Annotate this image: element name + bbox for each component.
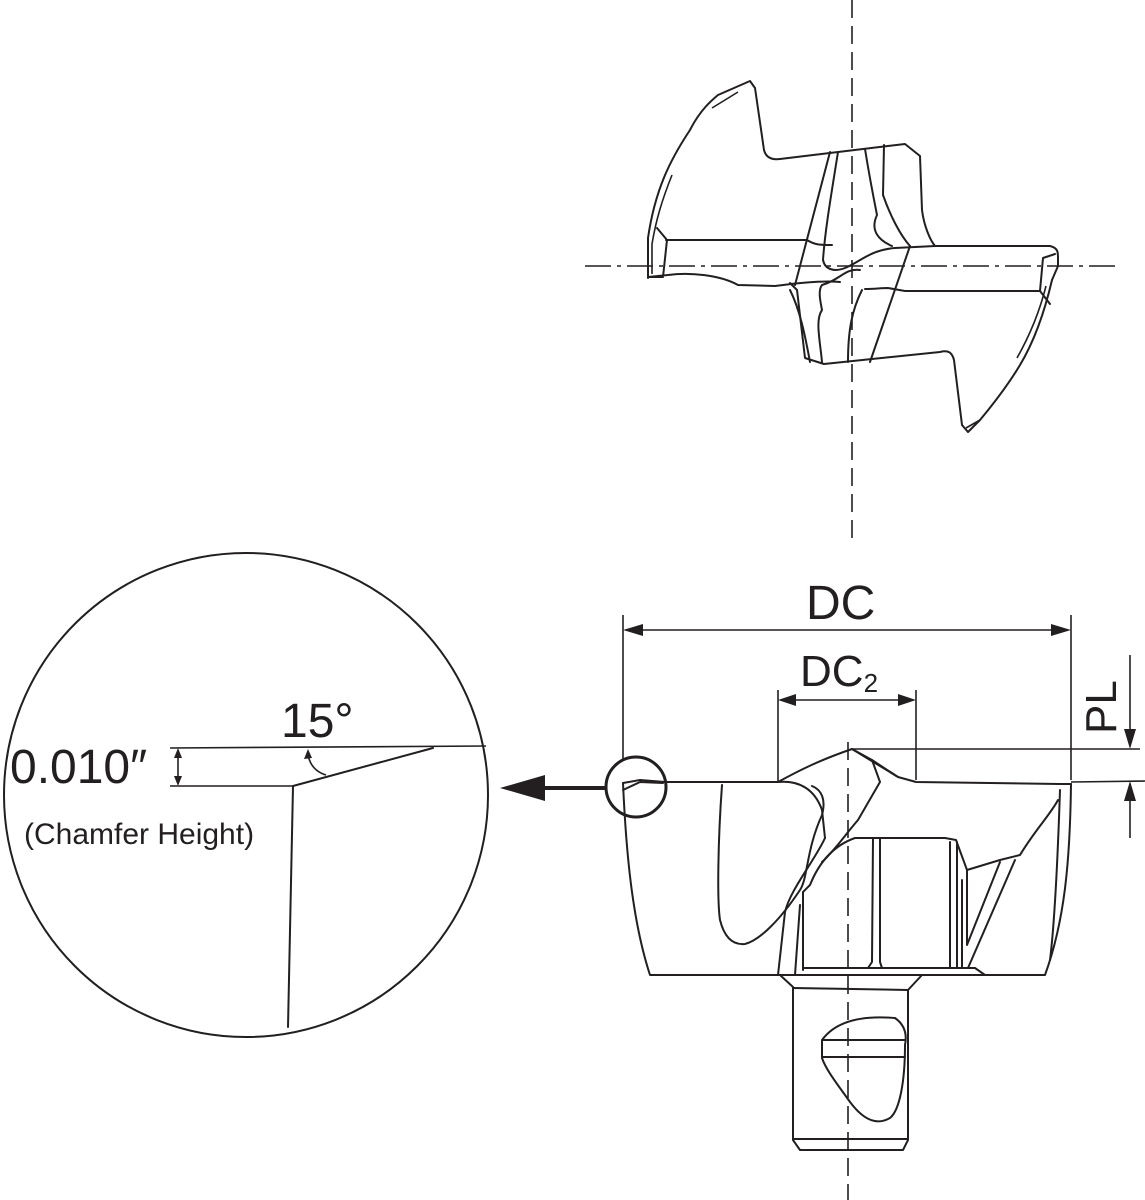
end-view-outline-lower-left bbox=[647, 227, 841, 287]
chisel-edge bbox=[822, 151, 936, 271]
arrowhead bbox=[623, 624, 643, 636]
web-edge bbox=[869, 245, 911, 363]
center-block-edge bbox=[966, 861, 1001, 946]
margin-line bbox=[965, 419, 981, 429]
detail-circle bbox=[3, 552, 489, 1038]
shank-shoulder bbox=[792, 987, 909, 991]
center-block-edge bbox=[967, 859, 1016, 969]
body-edge bbox=[287, 785, 294, 1028]
center-block-outline bbox=[802, 799, 1059, 971]
end-view-outline-upper bbox=[647, 80, 1059, 281]
flute-edge bbox=[794, 904, 801, 976]
center-land bbox=[949, 841, 963, 969]
gash-edge bbox=[821, 748, 881, 863]
end-view bbox=[585, 0, 1120, 540]
detail-marker-circle bbox=[604, 755, 668, 819]
arrowhead bbox=[174, 748, 182, 758]
center-block-base bbox=[802, 967, 986, 976]
coolant-flat bbox=[821, 1016, 907, 1123]
arrowhead bbox=[304, 749, 312, 759]
dc2-label-main: DC bbox=[800, 647, 864, 696]
flute-edge bbox=[777, 837, 826, 976]
arrowhead bbox=[174, 776, 182, 786]
chisel-edge bbox=[817, 268, 861, 363]
land-line bbox=[864, 148, 893, 247]
flute-edge bbox=[864, 287, 1041, 292]
dc2-label: DC2 bbox=[800, 647, 879, 698]
land-line bbox=[882, 144, 911, 247]
side-view bbox=[622, 615, 1145, 1200]
arrowhead bbox=[1124, 781, 1136, 801]
pl-extension-bottom bbox=[1070, 780, 1145, 783]
flute-edge bbox=[777, 780, 826, 839]
cutting-edge-profile bbox=[622, 748, 1072, 785]
margin-line bbox=[711, 91, 739, 109]
center-land bbox=[867, 837, 883, 969]
chamfer-edge bbox=[292, 747, 434, 787]
flute-face bbox=[717, 784, 825, 946]
arrowhead bbox=[778, 694, 796, 706]
land-line bbox=[847, 289, 863, 363]
arrowhead bbox=[1124, 729, 1136, 749]
web-edge bbox=[794, 151, 831, 286]
corner-chamfer bbox=[1039, 290, 1051, 305]
detail-view bbox=[3, 552, 489, 1038]
detail-callout bbox=[500, 755, 668, 819]
corner-chamfer bbox=[1039, 253, 1056, 292]
dc-label: DC bbox=[806, 577, 876, 630]
chamfer-mini bbox=[622, 781, 664, 791]
gash-edge bbox=[871, 759, 899, 778]
dc2-label-subscript: 2 bbox=[863, 668, 879, 698]
body-outline-left bbox=[622, 782, 976, 976]
chamfer-top-line bbox=[169, 745, 487, 749]
chamfer-caption-label: (Chamfer Height) bbox=[24, 818, 255, 851]
arrowhead bbox=[898, 694, 916, 706]
arrowhead bbox=[1051, 624, 1071, 636]
angle-label: 15° bbox=[281, 695, 354, 748]
callout-arrowhead bbox=[500, 775, 545, 801]
pl-label: PL bbox=[1077, 680, 1126, 734]
margin-line bbox=[1016, 285, 1047, 359]
end-view-outline-lower bbox=[789, 279, 1053, 433]
shank-outline bbox=[779, 974, 923, 1151]
coolant-flat-lines bbox=[822, 1039, 906, 1058]
chamfer-value-label: 0.010″ bbox=[10, 741, 148, 794]
margin-line bbox=[651, 174, 673, 274]
body-outline-right bbox=[974, 783, 1072, 976]
margin-line bbox=[1049, 789, 1061, 961]
land-line bbox=[789, 289, 811, 363]
